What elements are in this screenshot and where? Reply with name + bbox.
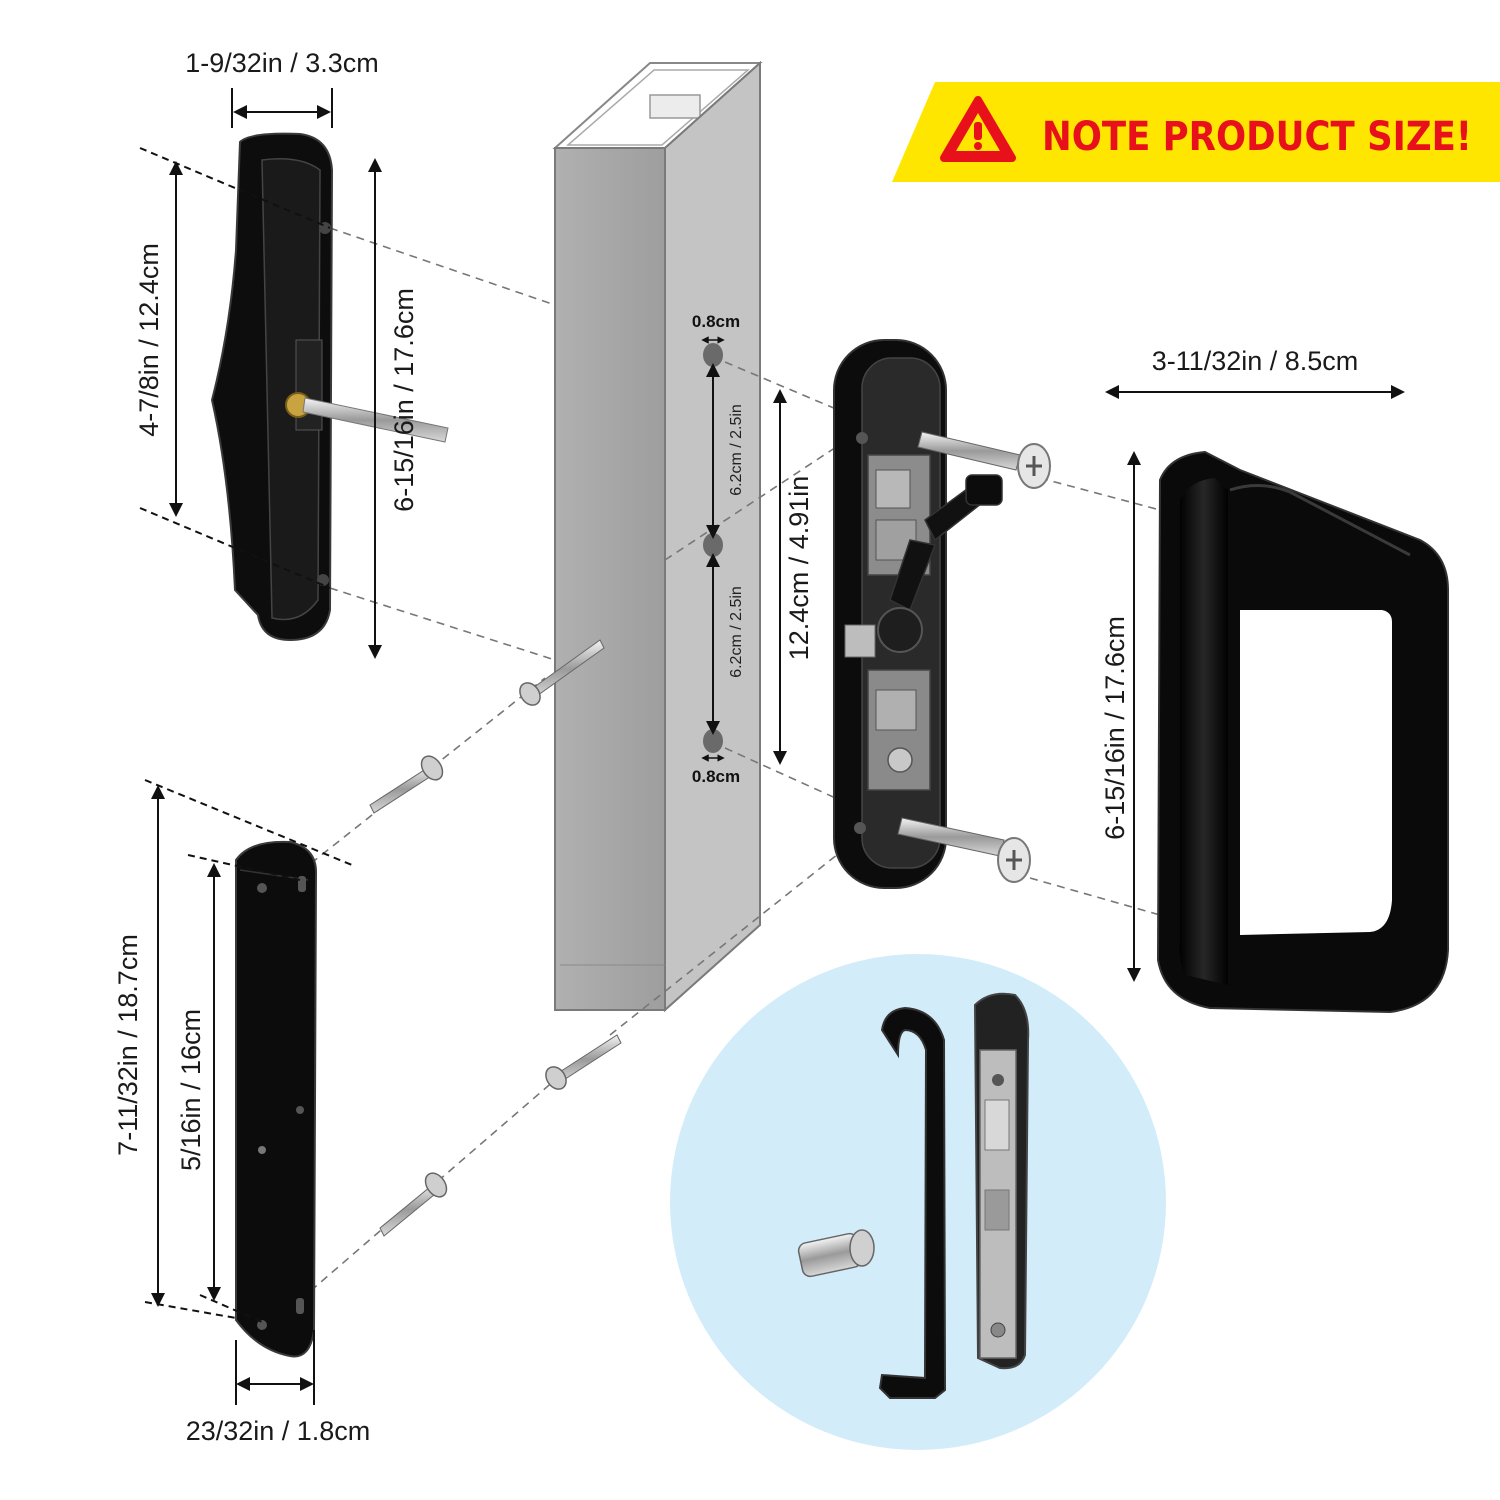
outer-handle-length-label: 6-15/16in / 17.6cm: [389, 288, 419, 512]
wood-screw-icon: [379, 1172, 448, 1237]
dim-mortise-hole-spacing: 12.4cm / 4.91in: [773, 389, 814, 765]
hole-diameter-bottom-label: 0.8cm: [692, 767, 740, 786]
frame-hole-middle: [703, 533, 723, 557]
dim-plate-width: 23/32in / 1.8cm: [186, 1330, 371, 1446]
dim-outer-handle-hole-spacing: 4-7/8in / 12.4cm: [134, 147, 331, 589]
keeper-plate: [235, 840, 318, 1358]
inset-cover-plate: [878, 1006, 947, 1399]
banner-background: [892, 82, 1500, 182]
dim-pull-handle-length: 6-15/16in / 17.6cm: [1100, 451, 1141, 982]
note-banner: NOTE PRODUCT SIZE!: [892, 82, 1500, 182]
pull-handle-width-label: 3-11/32in / 8.5cm: [1152, 346, 1359, 376]
dim-outer-handle-width: 1-9/32in / 3.3cm: [185, 48, 379, 128]
outer-handle-width-label: 1-9/32in / 3.3cm: [185, 48, 379, 78]
dim-outer-handle-length: 6-15/16in / 17.6cm: [368, 158, 419, 659]
dim-plate-length-inner: 5/16in / 16cm: [176, 854, 301, 1323]
inset-barrel-bolt-icon: [797, 1229, 875, 1278]
accessory-inset: [670, 954, 1166, 1450]
pull-handle-length-label: 6-15/16in / 17.6cm: [1100, 616, 1130, 840]
lock-cam-icon: [877, 607, 923, 653]
door-frame: [552, 60, 763, 1013]
outer-handle-hole-spacing-label: 4-7/8in / 12.4cm: [134, 243, 164, 437]
plate-width-label: 23/32in / 1.8cm: [186, 1416, 371, 1446]
dim-pull-handle-width: 3-11/32in / 8.5cm: [1105, 346, 1405, 399]
dim-plate-length-outer: 7-11/32in / 18.7cm: [113, 779, 353, 1319]
machine-screw-icon: [917, 431, 1051, 489]
hole-diameter-top-label: 0.8cm: [692, 312, 740, 331]
frame-hole-bottom: [703, 729, 723, 753]
dim-hole-diameter-bottom: 0.8cm: [692, 754, 740, 786]
mortise-lock-body: [833, 339, 1003, 889]
warning-triangle-icon: [940, 96, 1016, 162]
wood-screw-icon: [545, 1034, 622, 1090]
frame-hole-top: [703, 343, 723, 367]
hole-gap-lower-label: 6.2cm / 2.5in: [728, 586, 745, 678]
dim-hole-gap-upper: 6.2cm / 2.5in: [706, 363, 745, 539]
pull-handle: [1156, 450, 1449, 1014]
plate-length-inner-label: 5/16in / 16cm: [176, 1009, 206, 1171]
mortise-hole-spacing-label: 12.4cm / 4.91in: [784, 476, 814, 661]
frame-front-face: [554, 147, 666, 1011]
dim-hole-diameter-top: 0.8cm: [692, 312, 740, 344]
plate-length-outer-label: 7-11/32in / 18.7cm: [113, 934, 143, 1156]
wood-screw-icon: [519, 639, 605, 706]
dim-hole-gap-lower: 6.2cm / 2.5in: [706, 553, 745, 735]
hole-gap-upper-label: 6.2cm / 2.5in: [728, 404, 745, 496]
banner-text: NOTE PRODUCT SIZE!: [1042, 114, 1472, 160]
machine-screw-icon: [897, 817, 1031, 883]
wood-screw-icon: [369, 755, 444, 814]
inset-background: [670, 954, 1166, 1450]
inset-latch-strip: [973, 992, 1030, 1370]
